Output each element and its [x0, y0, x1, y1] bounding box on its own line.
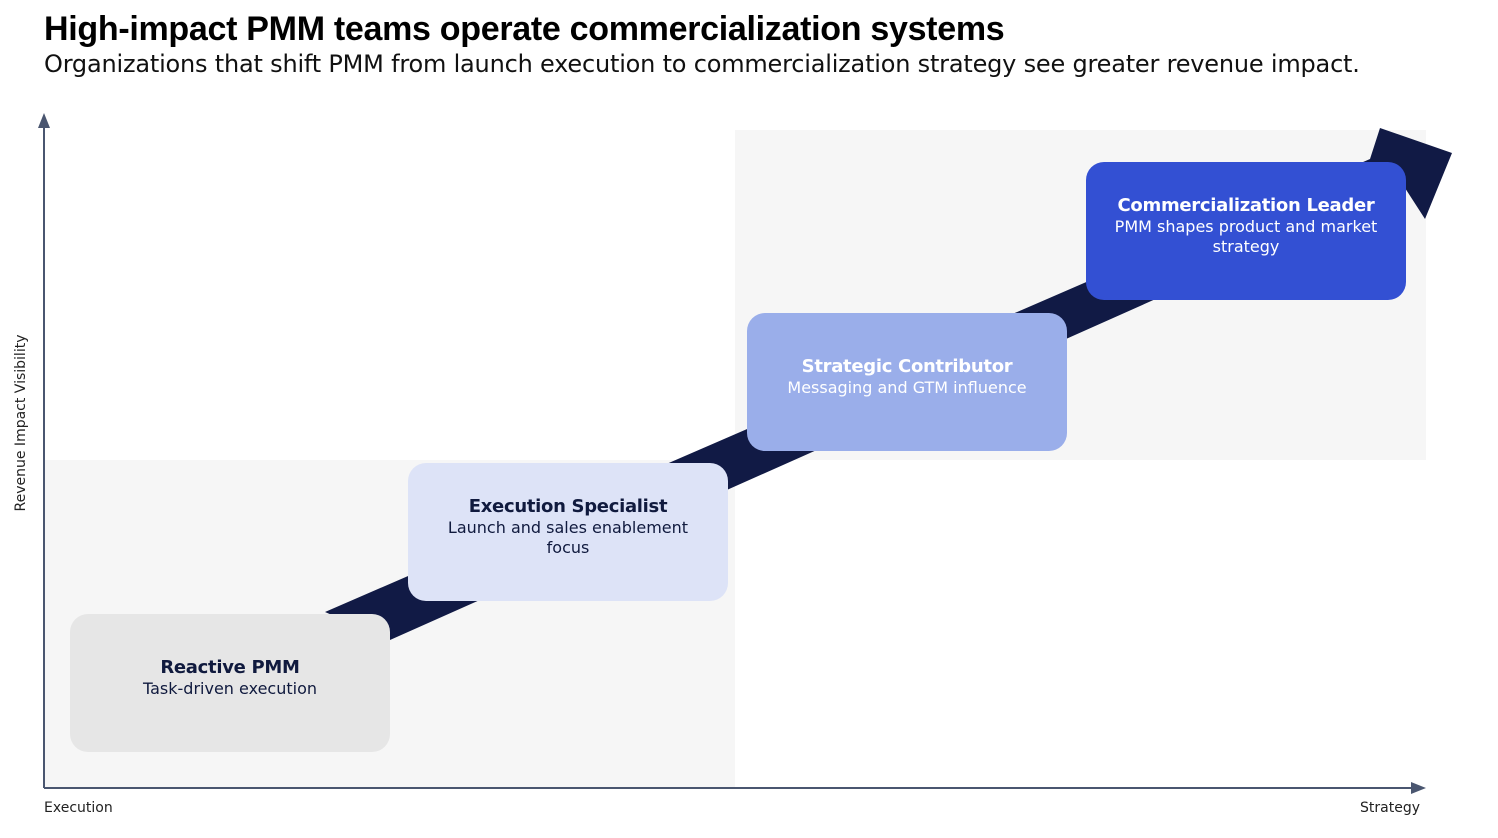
stage-card-strategic-contributor: Strategic Contributor Messaging and GTM … [747, 313, 1067, 451]
x-axis-arrowhead [1411, 782, 1426, 794]
stage-title: Reactive PMM [160, 657, 300, 678]
stage-description: Task-driven execution [143, 679, 317, 698]
y-axis-label: Revenue Impact Visibility [13, 334, 29, 512]
stage-title: Execution Specialist [468, 496, 668, 517]
x-axis-label-strategy: Strategy [1360, 800, 1420, 816]
stage-title: Strategic Contributor [801, 356, 1013, 377]
x-axis-label-execution: Execution [44, 800, 113, 816]
stage-title: Commercialization Leader [1117, 195, 1375, 216]
y-axis-arrowhead [38, 113, 50, 128]
stage-description: Messaging and GTM influence [787, 378, 1027, 397]
stage-card-reactive-pmm: Reactive PMM Task-driven execution [70, 614, 390, 752]
stage-description: Launch and sales enablement focus [447, 518, 689, 557]
stage-description: PMM shapes product and market strategy [1114, 217, 1378, 256]
stage-card-commercialization-leader: Commercialization Leader PMM shapes prod… [1086, 162, 1406, 300]
page-subtitle: Organizations that shift PMM from launch… [44, 50, 1360, 78]
page-title: High-impact PMM teams operate commercial… [44, 10, 1005, 48]
stage-card-execution-specialist: Execution Specialist Launch and sales en… [408, 463, 728, 601]
